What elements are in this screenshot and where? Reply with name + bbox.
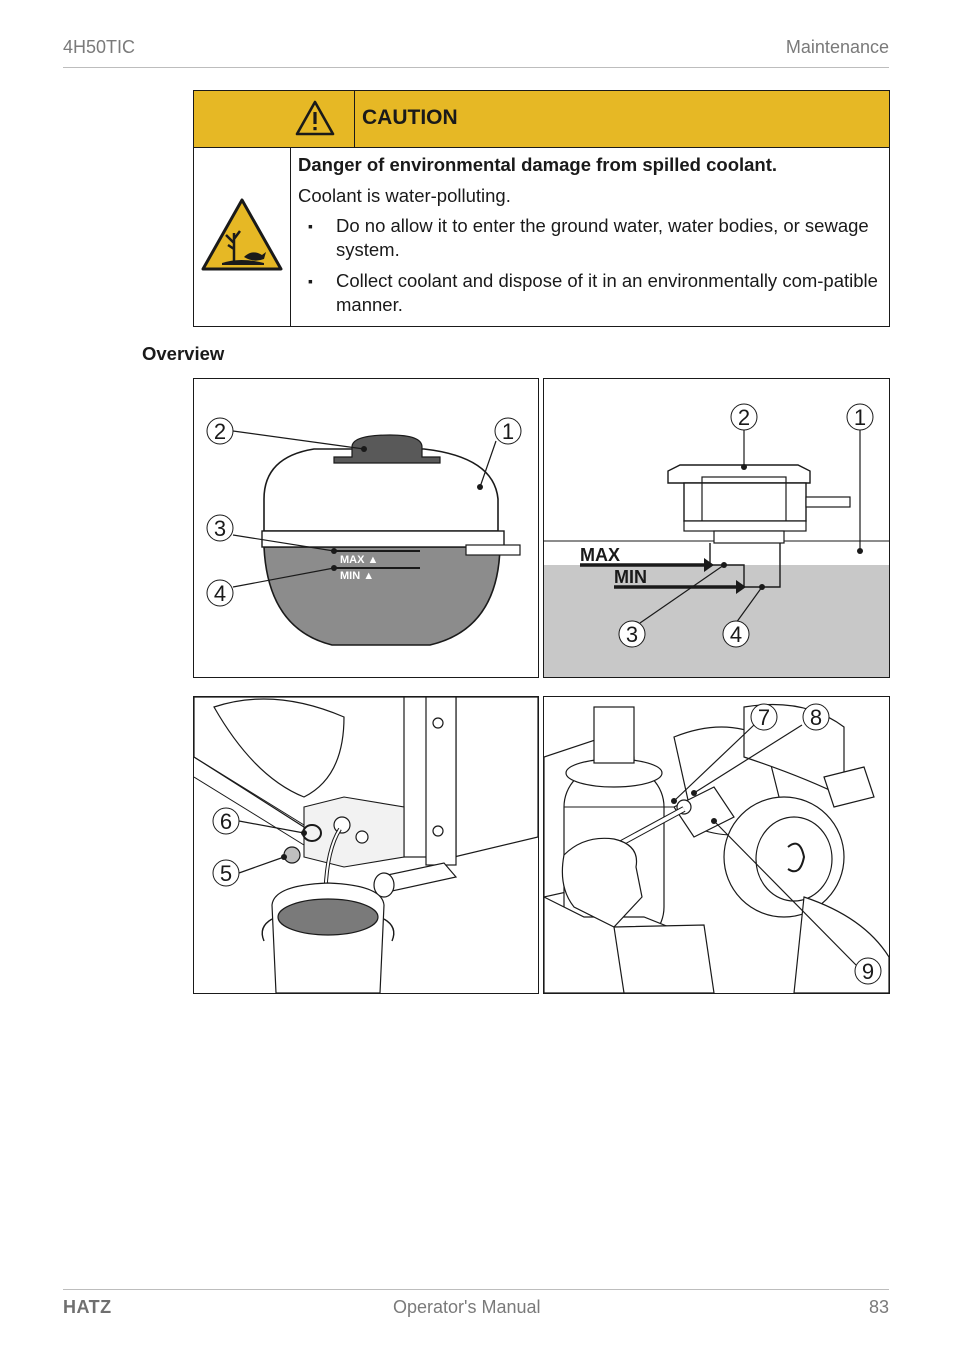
figure-filler-cap: 7 8 9 xyxy=(543,696,890,994)
callout-number: 2 xyxy=(214,419,226,444)
bullet-marker: ▪ xyxy=(308,218,313,234)
overview-heading: Overview xyxy=(142,343,225,364)
warning-triangle-icon xyxy=(295,100,335,141)
figure-level-section: MAX MIN 2 1 3 4 xyxy=(543,378,890,678)
environmental-hazard-icon xyxy=(200,197,284,278)
callout-number: 3 xyxy=(626,622,638,647)
callout-number: 2 xyxy=(738,405,750,430)
header-model: 4H50TIC xyxy=(63,37,136,57)
page-number: 83 xyxy=(868,1297,889,1317)
callout-number: 3 xyxy=(214,516,226,541)
callout-number: 6 xyxy=(220,809,232,834)
bullet-text: Collect coolant and dispose of it in an … xyxy=(336,270,878,315)
callout-number: 4 xyxy=(730,622,742,647)
callout-number: 8 xyxy=(810,705,822,730)
caution-text: Danger of environmental damage from spil… xyxy=(298,153,879,324)
tank-max-label: MAX ▲ xyxy=(340,554,378,566)
footer-rule xyxy=(63,1289,889,1290)
footer-title: Operator's Manual xyxy=(393,1297,541,1317)
callout-marker: 7 xyxy=(750,703,778,731)
callout-marker: 1 xyxy=(494,417,522,445)
callout-number: 5 xyxy=(220,861,232,886)
caution-bullet-list: ▪ Do no allow it to enter the ground wate… xyxy=(298,214,879,317)
tank-min-label: MIN ▲ xyxy=(340,570,374,582)
figure-coolant-drain: 6 5 xyxy=(193,696,539,994)
callout-marker: 5 xyxy=(212,859,240,887)
list-item: ▪ Do no allow it to enter the ground wate… xyxy=(298,214,879,262)
header-section: Maintenance xyxy=(785,37,889,57)
footer-brand-logo: HATZ xyxy=(63,1297,112,1317)
bullet-marker: ▪ xyxy=(308,273,313,289)
list-item: ▪ Collect coolant and dispose of it in an… xyxy=(298,269,879,317)
callout-number: 1 xyxy=(854,405,866,430)
callout-marker: 4 xyxy=(722,620,750,648)
caution-icon-cell xyxy=(194,147,291,326)
callout-number: 1 xyxy=(502,419,514,444)
callout-marker: 4 xyxy=(206,579,234,607)
callout-number: 9 xyxy=(862,959,874,984)
callout-marker: 1 xyxy=(846,403,874,431)
caution-lead: Danger of environmental damage from spil… xyxy=(298,154,778,175)
caution-header-divider xyxy=(354,91,355,147)
caution-title: CAUTION xyxy=(362,106,458,129)
callout-number: 4 xyxy=(214,581,226,606)
figure-coolant-tank: MAX ▲ MIN ▲ 2 1 3 4 xyxy=(193,378,539,678)
callout-marker: 8 xyxy=(802,703,830,731)
section-max-label: MAX xyxy=(580,545,620,565)
header-rule xyxy=(63,67,889,68)
callout-marker: 3 xyxy=(206,514,234,542)
section-min-label: MIN xyxy=(614,567,647,587)
callout-number: 7 xyxy=(758,705,770,730)
callout-marker: 2 xyxy=(730,403,758,431)
bullet-text: Do no allow it to enter the ground water… xyxy=(336,215,869,260)
callout-marker: 9 xyxy=(854,957,882,985)
caution-box: CAUTION Danger of environmental damage f… xyxy=(193,90,890,327)
caution-statement: Coolant is water-polluting. xyxy=(298,185,511,206)
callout-marker: 6 xyxy=(212,807,240,835)
callout-marker: 2 xyxy=(206,417,234,445)
callout-marker: 3 xyxy=(618,620,646,648)
caution-header: CAUTION xyxy=(194,91,889,148)
